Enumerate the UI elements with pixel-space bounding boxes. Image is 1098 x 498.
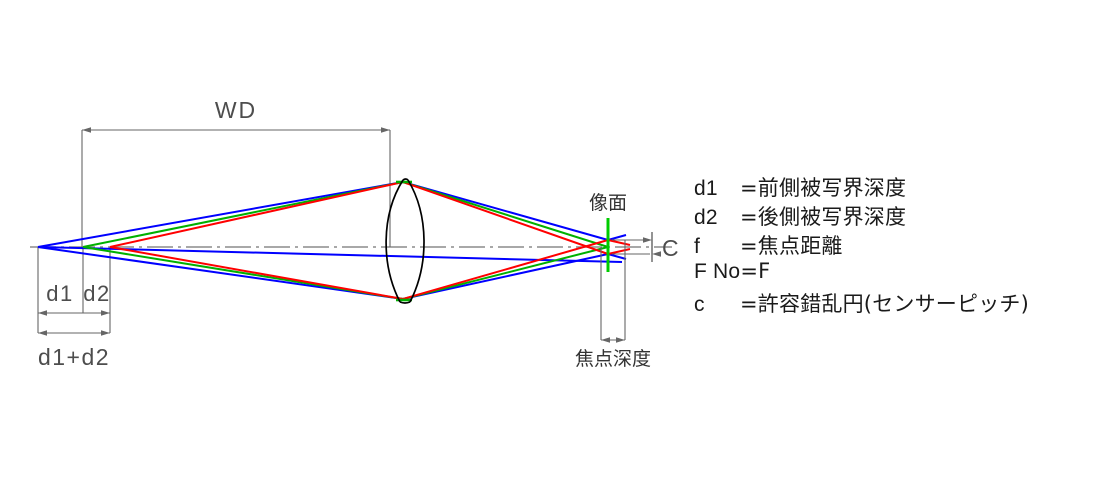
legend-definition-d1: =前側被写界深度 <box>740 176 907 200</box>
legend-definition-fno: =F <box>740 259 771 283</box>
legend-definition-d2: =後側被写界深度 <box>740 205 907 229</box>
legend-row-fno: F No =F <box>694 259 1094 288</box>
legend-definition-c: =許容錯乱円(センサーピッチ) <box>740 292 1029 316</box>
ray-blue-after-image <box>607 234 627 260</box>
lens-element <box>385 178 425 304</box>
legend-row-d1: d1 =前側被写界深度 <box>694 172 1094 201</box>
legend-row-c: c =許容錯乱円(センサーピッチ) <box>694 288 1094 317</box>
legend-panel: d1 =前側被写界深度 d2 =後側被写界深度 f =焦点距離 F No =F … <box>694 172 1094 317</box>
d2-dimension: d2 <box>83 281 110 306</box>
image-plane-line: 像面 <box>589 192 627 272</box>
d1-plus-d2-label: d1+d2 <box>38 344 110 370</box>
circle-of-confusion-dimension: C <box>612 232 679 262</box>
d1-label: d1 <box>46 281 73 306</box>
legend-row-d2: d2 =後側被写界深度 <box>694 201 1094 230</box>
ray-bundle-focus-green <box>82 180 609 301</box>
depth-extension-lines <box>37 247 111 333</box>
legend-symbol-c: c <box>694 293 705 316</box>
d2-label: d2 <box>83 281 110 306</box>
d1-plus-d2-dimension: d1+d2 <box>38 310 110 370</box>
legend-symbol-d2: d2 <box>694 206 718 229</box>
wd-dimension: WD <box>81 97 391 247</box>
circle-of-confusion-label: C <box>662 235 679 261</box>
legend-row-f: f =焦点距離 <box>694 230 1094 259</box>
ray-bundle-far-blue <box>37 180 623 301</box>
legend-symbol-fno: F No <box>694 260 741 283</box>
depth-of-focus-dimension: 焦点深度 <box>575 240 651 370</box>
legend-symbol-d1: d1 <box>694 177 718 200</box>
image-plane-label: 像面 <box>589 192 627 214</box>
legend-definition-f: =焦点距離 <box>740 234 843 258</box>
ray-bundle-near-red <box>109 180 609 301</box>
depth-of-focus-label: 焦点深度 <box>575 348 651 370</box>
wd-label: WD <box>215 97 257 123</box>
lens-aperture-marks <box>396 180 412 302</box>
d1-dimension: d1 <box>46 281 73 306</box>
ray-red-after-image <box>607 239 631 255</box>
legend-symbol-f: f <box>694 235 701 258</box>
